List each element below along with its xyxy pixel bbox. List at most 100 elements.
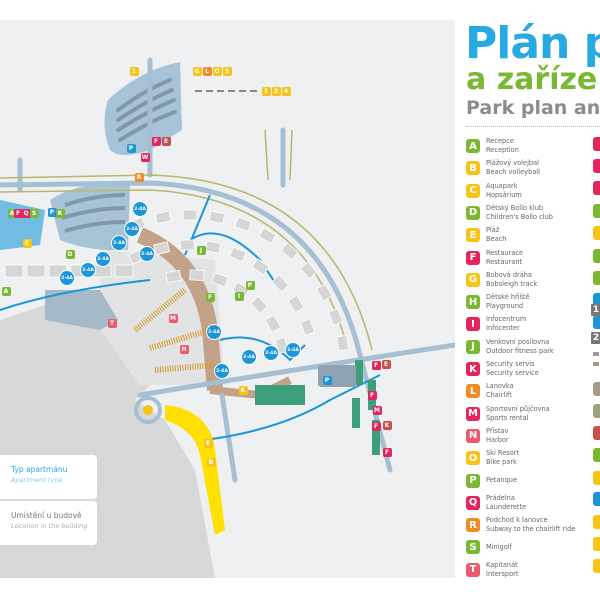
map-marker-k[interactable]: K	[238, 385, 248, 395]
map-marker-s[interactable]: S	[29, 208, 39, 218]
apartment-building	[264, 314, 282, 333]
map-marker-f[interactable]: F	[13, 208, 23, 218]
apartment-building	[26, 264, 46, 278]
apartment-type-marker[interactable]: 2-4A	[263, 345, 279, 361]
apartment-type-marker[interactable]: 2-4A	[241, 349, 257, 365]
map-marker-a[interactable]: A	[1, 286, 11, 296]
map-marker-2[interactable]: 2	[271, 86, 281, 96]
map-marker-1[interactable]: 1	[129, 66, 139, 76]
legend-right-badge	[593, 293, 600, 307]
map-marker-q[interactable]: Q	[21, 208, 31, 218]
apartment-type-marker[interactable]: 2-4A	[124, 221, 140, 237]
map-marker-e[interactable]: E	[381, 359, 391, 369]
apartment-building	[114, 264, 134, 278]
legend-badge: H	[466, 295, 480, 310]
map-marker-k[interactable]: K	[55, 208, 65, 218]
legend-badge: M	[466, 406, 480, 421]
map-marker-f[interactable]: F	[367, 390, 377, 400]
map-marker-j[interactable]: J	[196, 245, 206, 255]
map-marker-k[interactable]: K	[382, 420, 392, 430]
apartment-type-marker[interactable]: 2-4A	[285, 342, 301, 358]
title-cz-line2: a zaříze	[466, 62, 598, 97]
legend-label-en: Sports rental	[486, 413, 529, 422]
apartment-type-marker[interactable]: 2-4A	[111, 235, 127, 251]
map-marker-p[interactable]: P	[47, 207, 57, 217]
map-marker-m[interactable]: M	[372, 405, 382, 415]
apartment-type-marker[interactable]: 2-4A	[214, 363, 230, 379]
legend-line-sample	[593, 362, 599, 366]
legend-label-cz: Plážový volejbal	[486, 159, 539, 168]
legend-right-badge	[593, 204, 600, 218]
legend-badge: T	[466, 562, 480, 577]
apartment-type-marker[interactable]: 2-4A	[80, 262, 96, 278]
legend-badge: I	[466, 317, 480, 332]
apartment-type-marker[interactable]: 2-4A	[132, 201, 148, 217]
legend-right-badge	[593, 137, 600, 151]
map-marker-f[interactable]: F	[371, 421, 381, 431]
chairlift	[149, 327, 211, 351]
legend-label-cz: Bobová dráha	[486, 270, 532, 279]
legend-badge: F	[466, 250, 480, 265]
map-marker-a[interactable]: A	[7, 208, 17, 218]
map-marker-p[interactable]: P	[126, 143, 136, 153]
legend-label-en: Hopsárium	[486, 190, 522, 199]
map-marker-c[interactable]: C	[22, 238, 32, 248]
legend-label-en: Infocenter	[486, 324, 520, 333]
map-marker-s[interactable]: S	[222, 66, 232, 76]
map-marker-e[interactable]: E	[161, 136, 171, 146]
legend-label-en: Bobsleigh track	[486, 279, 538, 288]
apartment-building	[336, 334, 350, 352]
legend-text: Petanque	[486, 476, 517, 485]
map-marker-f[interactable]: F	[382, 447, 392, 457]
map-marker-4[interactable]: 4	[281, 86, 291, 96]
map-marker-h[interactable]: H	[179, 344, 189, 354]
legend-badge: Q	[466, 495, 480, 510]
chairlift	[154, 362, 216, 373]
south-road	[137, 342, 455, 398]
legend-badge: K	[466, 362, 480, 376]
legend-line-sample	[593, 352, 599, 356]
map-marker-p[interactable]: P	[322, 375, 332, 385]
map-marker-f[interactable]: F	[151, 136, 161, 146]
map-marker-r[interactable]: R	[134, 172, 144, 182]
map-marker-1[interactable]: 1	[261, 86, 271, 96]
map-marker-b[interactable]: B	[206, 457, 216, 467]
map-marker-o[interactable]: O	[212, 66, 222, 76]
apartment-type-marker[interactable]: 2-4A	[59, 270, 75, 286]
west-parking	[50, 184, 130, 251]
apartment-type-box: Typ apartmánu Apartment type	[0, 455, 97, 499]
main-road	[0, 180, 363, 358]
legend-number: 1	[591, 304, 600, 316]
map-marker-e[interactable]: E	[203, 438, 213, 448]
apartment-type-marker[interactable]: 2-4A	[206, 324, 222, 340]
legend-label-cz: Prádelna	[486, 493, 515, 502]
map-marker-f[interactable]: F	[371, 360, 381, 370]
map-marker-m[interactable]: M	[168, 313, 178, 323]
apartment-type-marker[interactable]: 2-4A	[95, 251, 111, 267]
map-marker-d[interactable]: D	[65, 249, 75, 259]
location-label: Umístění u budově	[11, 511, 82, 520]
map-marker-i[interactable]: I	[234, 291, 244, 301]
map-marker-f[interactable]: F	[205, 292, 215, 302]
legend-label-cz: Podchod k lanovce	[486, 516, 548, 525]
legend-label-en: Security service	[486, 369, 539, 377]
map-marker-g[interactable]: G	[192, 66, 202, 76]
legend-badge: A	[466, 139, 480, 153]
map-marker-p[interactable]: P	[245, 280, 255, 290]
map-marker-l[interactable]: L	[202, 66, 212, 76]
roundabout	[134, 396, 162, 424]
apartment-type-marker[interactable]: 2-4A	[139, 246, 155, 262]
map-marker-t[interactable]: T	[107, 318, 117, 328]
map-marker-w[interactable]: W	[140, 152, 150, 162]
